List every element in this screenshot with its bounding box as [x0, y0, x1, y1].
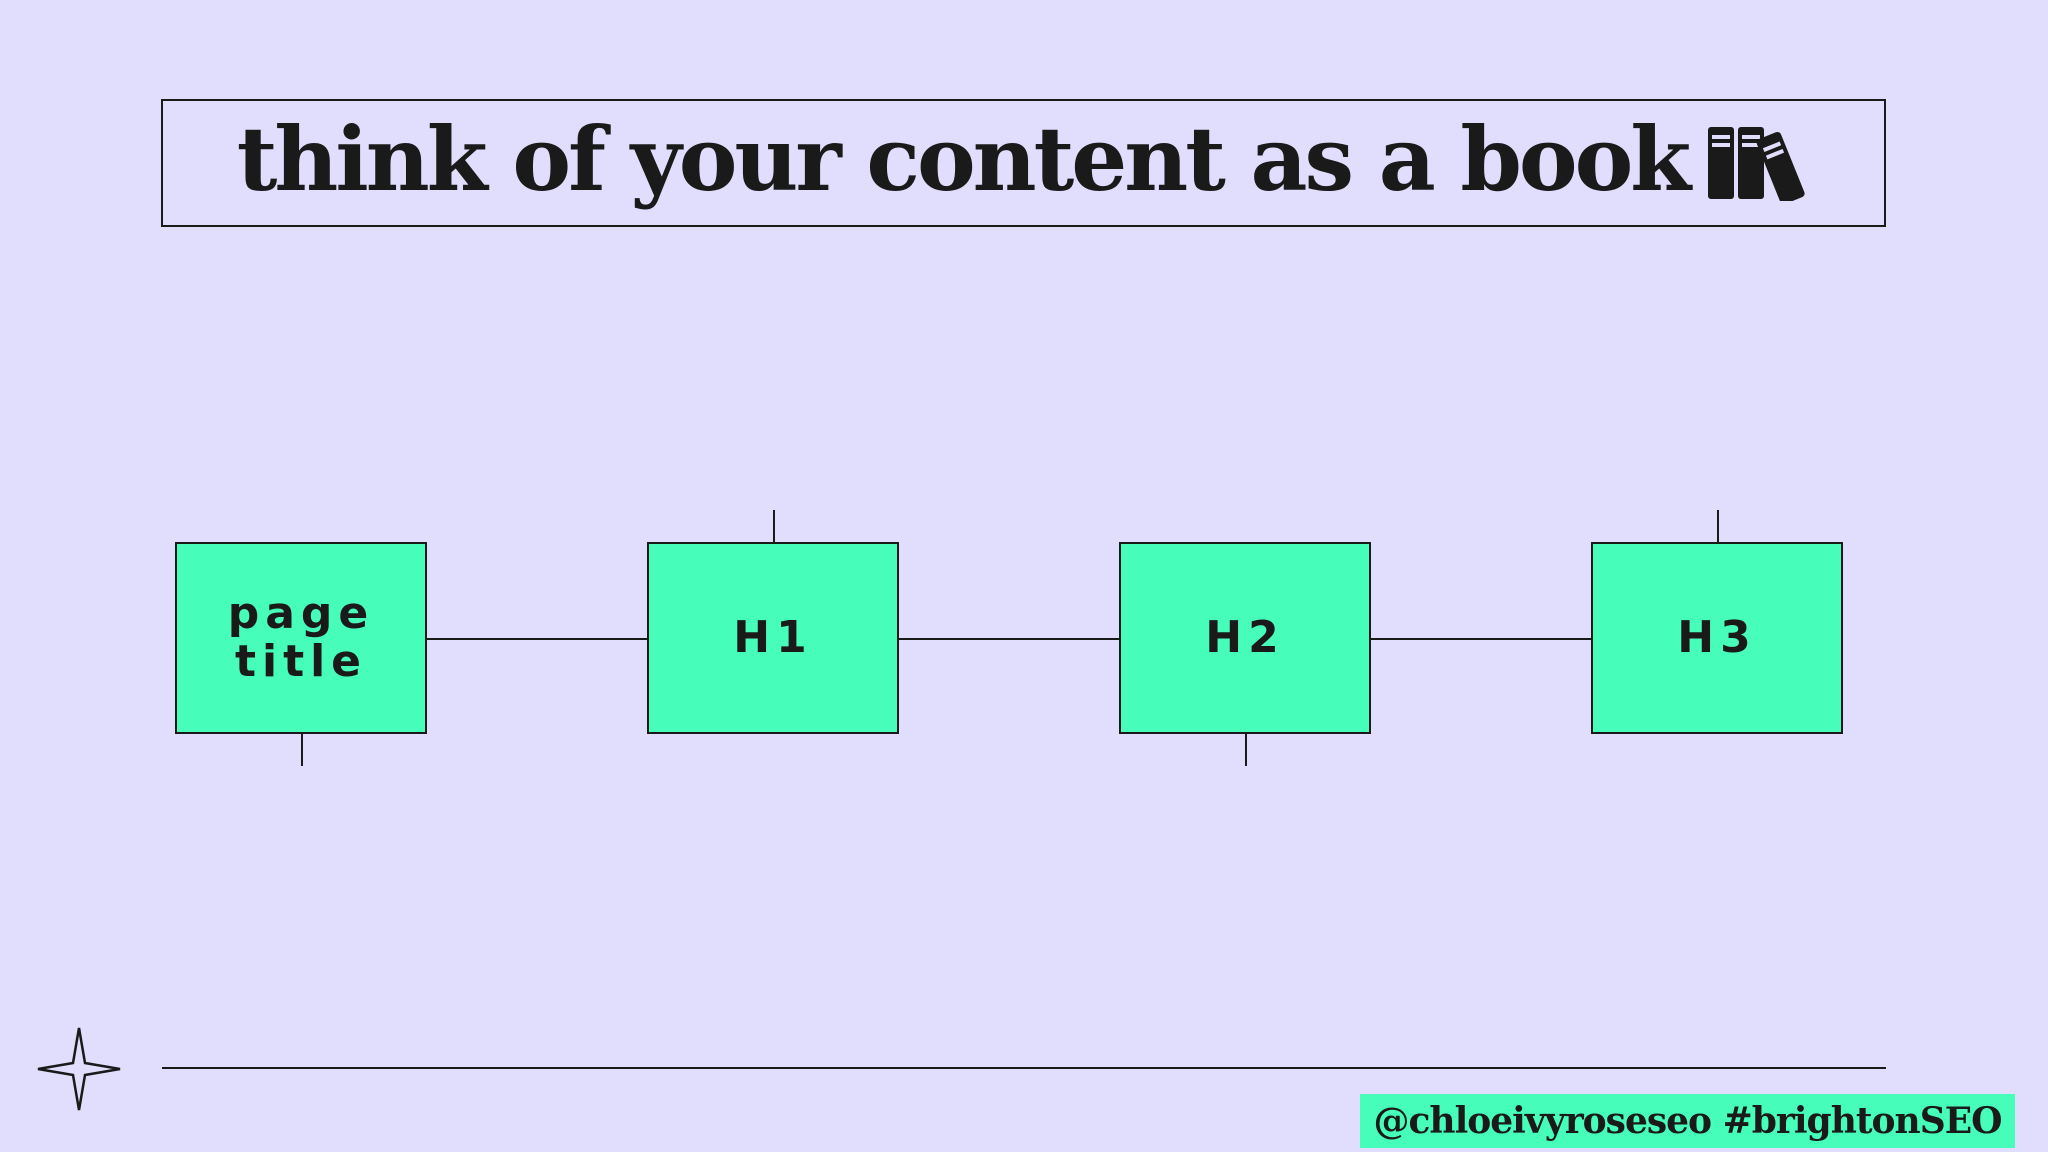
node-h2: H2: [1119, 542, 1371, 734]
social-handle-tag: @chloeivyroseseo #brightonSEO: [1360, 1094, 2015, 1148]
title-box: think of your content as a book: [161, 99, 1886, 227]
stub-h1-top: [773, 510, 775, 542]
footer-divider: [162, 1067, 1886, 1069]
stub-page-title-bottom: [301, 734, 303, 766]
node-h1: H1: [647, 542, 899, 734]
social-handle-text: @chloeivyroseseo #brightonSEO: [1373, 1100, 2003, 1142]
edge-h1-h2: [899, 638, 1120, 640]
node-label: H2: [1205, 612, 1285, 663]
stub-h2-bottom: [1245, 734, 1247, 766]
edge-page-title-h1: [427, 638, 648, 640]
books-icon: [1708, 127, 1805, 201]
node-page-title: page title: [175, 542, 427, 734]
four-point-star-icon: [37, 1027, 121, 1111]
slide-title: think of your content as a book: [236, 107, 1692, 211]
stub-h3-top: [1717, 510, 1719, 542]
edge-h2-h3: [1371, 638, 1592, 640]
node-label: H1: [733, 612, 813, 663]
node-label: page title: [227, 588, 375, 687]
node-h3: H3: [1591, 542, 1843, 734]
node-label: H3: [1677, 612, 1757, 663]
